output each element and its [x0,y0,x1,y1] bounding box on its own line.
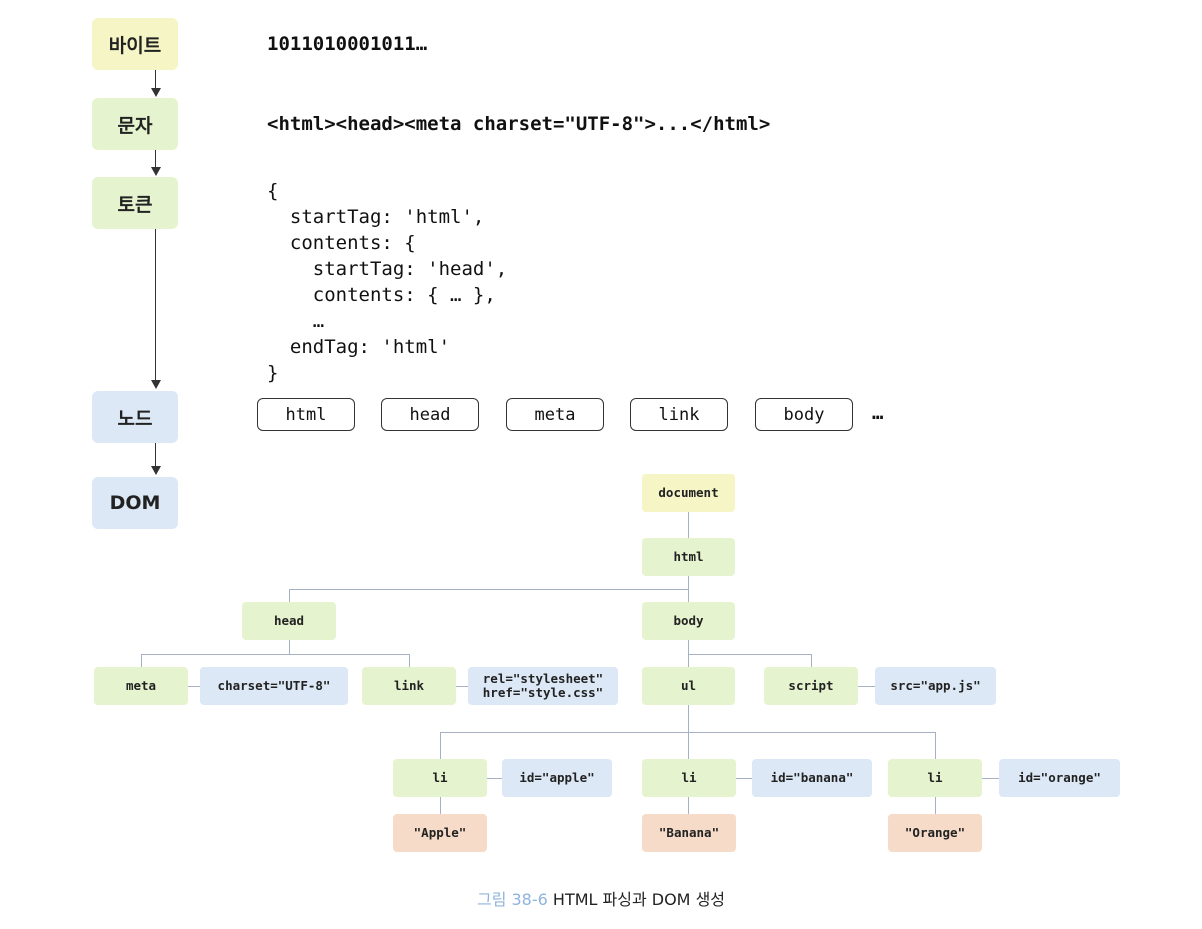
dom-text-apple: "Apple" [393,814,487,852]
dom-node-li: li [888,759,982,797]
connector [982,778,999,779]
connector [409,654,410,667]
token-line: startTag: 'head', [267,258,508,280]
arrow-down-icon [151,380,161,389]
node-tokens-ellipsis: … [872,402,884,424]
dom-text-orange: "Orange" [888,814,982,852]
figure-caption: 그림 38-6 HTML 파싱과 DOM 생성 [0,886,1202,910]
connector [736,778,752,779]
bytes-value: 1011010001011… [267,33,428,55]
dom-attr-id-banana: id="banana" [752,759,872,797]
connector [188,686,200,687]
node-token-link: link [630,398,728,431]
stage-characters: 문자 [92,98,178,150]
connector [289,589,688,590]
connector [440,797,441,814]
token-line: contents: { … }, [267,284,496,306]
dom-attr-src: src="app.js" [875,667,996,705]
characters-value: <html><head><meta charset="UTF-8">...</h… [267,113,771,135]
token-line: } [267,362,279,384]
dom-attr-id-apple: id="apple" [502,759,612,797]
arrow-down-icon [151,88,161,97]
node-token-body: body [755,398,853,431]
dom-node-ul: ul [642,667,735,705]
dom-node-link: link [362,667,456,705]
dom-attr-id-orange: id="orange" [999,759,1120,797]
token-line: … [267,310,325,332]
connector [289,589,290,602]
connector [935,732,936,759]
stage-tokens: 토큰 [92,177,178,229]
arrow-line [155,229,156,381]
connector [440,732,935,733]
stage-bytes: 바이트 [92,18,178,70]
token-line: endTag: 'html' [267,336,451,358]
stage-nodes: 노드 [92,391,178,443]
connector [688,576,689,602]
token-line: { [267,180,279,202]
connector [487,778,502,779]
node-token-meta: meta [506,398,604,431]
dom-node-html: html [642,538,735,576]
dom-text-banana: "Banana" [642,814,736,852]
connector [289,640,290,654]
connector [811,654,812,667]
arrow-line [155,443,156,467]
stage-dom: DOM [92,477,178,529]
node-token-head: head [381,398,479,431]
dom-node-body: body [642,602,735,640]
connector [456,686,468,687]
caption-label: 그림 38-6 [476,890,548,909]
connector [935,797,936,814]
connector [440,732,441,759]
dom-node-document: document [642,474,735,512]
caption-text: HTML 파싱과 DOM 생성 [552,890,726,909]
connector [141,654,142,667]
arrow-down-icon [151,167,161,176]
arrow-line [155,70,156,88]
dom-node-meta: meta [94,667,188,705]
connector [141,654,409,655]
dom-node-li: li [393,759,487,797]
connector [688,640,689,667]
token-line: contents: { [267,232,416,254]
dom-attr-link: rel="stylesheet" href="style.css" [468,667,618,705]
dom-node-script: script [764,667,858,705]
arrow-down-icon [151,466,161,475]
connector [688,512,689,538]
dom-node-head: head [242,602,336,640]
dom-node-li: li [642,759,736,797]
connector [858,686,875,687]
node-token-html: html [257,398,355,431]
connector [688,797,689,814]
token-line: startTag: 'html', [267,206,485,228]
dom-attr-charset: charset="UTF-8" [200,667,348,705]
arrow-line [155,150,156,167]
connector [688,654,811,655]
